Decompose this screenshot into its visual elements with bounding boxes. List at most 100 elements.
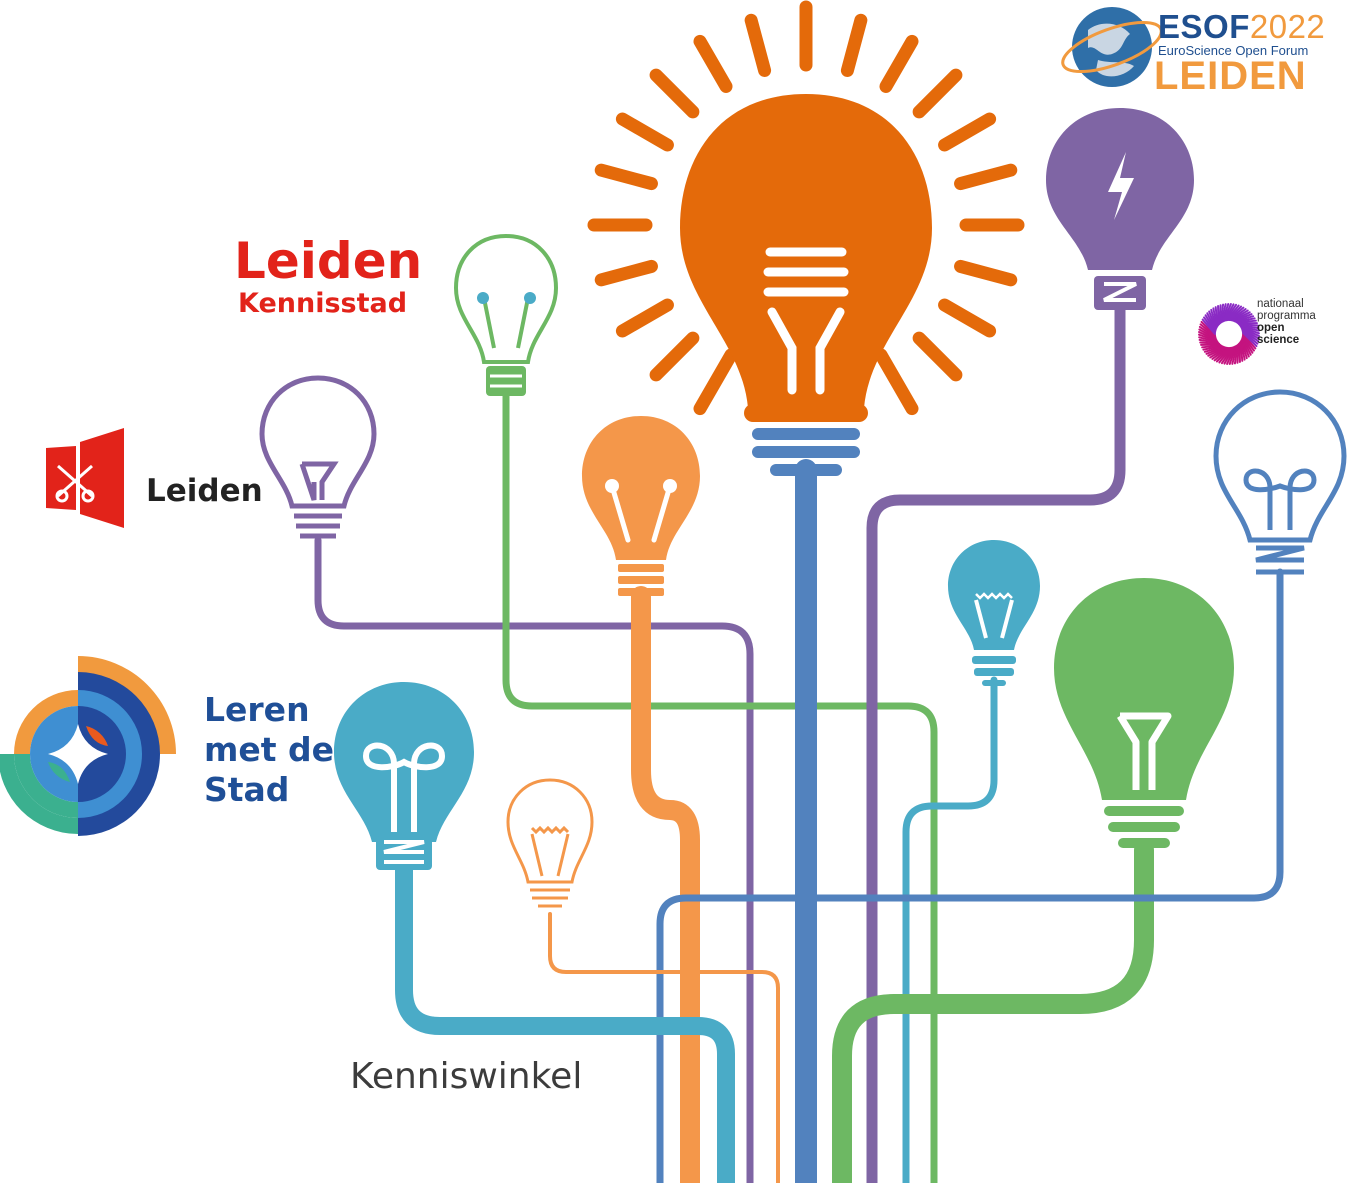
ring-spoke (1201, 318, 1216, 335)
ring-spoke (1242, 333, 1257, 350)
ring-spoke (1218, 346, 1233, 364)
gemeente-leiden-name: Leiden (146, 473, 263, 509)
lightbulb-icon (453, 233, 559, 396)
light-ray (938, 112, 997, 152)
ring-spoke (1198, 328, 1217, 340)
ring-spoke (1239, 324, 1260, 332)
open-science-ring-icon (1198, 303, 1260, 365)
ring-spoke (1241, 335, 1254, 354)
ring-spoke (1203, 345, 1225, 353)
light-ray (693, 34, 733, 93)
ring-spoke (1225, 304, 1240, 322)
light-ray (874, 348, 919, 416)
ring-spoke (1199, 323, 1217, 338)
ring-spoke (1224, 303, 1238, 322)
light-ray (954, 259, 1018, 287)
ring-spoke (1213, 347, 1230, 362)
ring-spoke (1210, 308, 1218, 330)
ring-spoke (1238, 324, 1260, 330)
ring-spoke (1231, 344, 1239, 365)
ring-spoke (1232, 313, 1253, 322)
ring-spoke (1241, 330, 1259, 345)
lightning-icon (1108, 152, 1134, 220)
ring-spoke (1240, 340, 1246, 361)
ring-spoke (1204, 314, 1217, 333)
light-ray (938, 298, 997, 338)
ring-spoke (1235, 317, 1256, 323)
ring-spoke (1202, 345, 1223, 351)
ring-spoke (1198, 331, 1218, 341)
ring-spoke (1215, 346, 1232, 363)
wire-orange-small (548, 912, 780, 1183)
ring-spoke (1241, 331, 1258, 348)
ring-spoke (1219, 303, 1225, 325)
esof-name: ESOF (1158, 8, 1250, 45)
ring-spoke (1198, 325, 1217, 339)
lightbulb-icon (506, 778, 594, 908)
leiden-kennisstad-subtitle: Kennisstad (238, 288, 408, 319)
wire-green-big (832, 840, 1154, 1183)
lightbulb-icon (1054, 578, 1234, 848)
ring-spoke (1207, 346, 1227, 357)
ring-spoke (1205, 346, 1226, 355)
ring-spoke (1220, 346, 1234, 365)
light-ray (912, 68, 963, 119)
ring-spoke (1206, 312, 1217, 332)
ring-spoke (1219, 303, 1227, 324)
wire-blue-right (656, 568, 1284, 1183)
ring-spoke (1233, 315, 1255, 323)
ring-spoke (1203, 316, 1217, 334)
esof-subtitle: EuroScience Open Forum (1158, 43, 1309, 58)
nos-line-3: open (1257, 322, 1285, 334)
stad-line: Stad (204, 770, 290, 809)
ring-spoke (1233, 343, 1239, 365)
lightbulb-icon (1046, 108, 1194, 310)
ring-spoke (1198, 338, 1220, 344)
ring-spoke (1198, 336, 1219, 344)
ring-spoke (1236, 342, 1240, 364)
lightbulb-icon (259, 375, 377, 539)
esof-city: LEIDEN (1154, 54, 1307, 98)
leren-met-de-stad-logo-text: Leren met de Stad (204, 690, 334, 810)
ring-spoke (1241, 336, 1252, 356)
ring-spoke (1241, 334, 1255, 352)
ring-spoke (1241, 328, 1260, 340)
ring-spoke (1201, 344, 1222, 349)
light-ray (649, 68, 700, 119)
lightbulb-icon (587, 0, 1025, 476)
wire-purple-left (314, 536, 754, 1183)
nos-line-4: science (1257, 334, 1300, 346)
light-ray (615, 298, 674, 338)
ring-spoke (1199, 341, 1221, 345)
ring-spoke (1228, 306, 1245, 321)
open-science-logo-text: nationaal programma open science (1257, 298, 1316, 346)
ring-spoke (1226, 345, 1236, 365)
wire-green-small (502, 392, 938, 1183)
light-ray (693, 348, 738, 416)
light-ray (912, 331, 963, 382)
leren-line: Leren (204, 690, 310, 729)
wire-orange-light (631, 586, 700, 1183)
wire-purple-right (866, 304, 1126, 1183)
met-de-line: met de (204, 730, 335, 769)
ring-spoke (1240, 326, 1260, 335)
ring-spoke (1226, 305, 1243, 322)
light-ray (594, 259, 658, 287)
lightbulb-icon (1213, 389, 1347, 575)
light-ray (879, 34, 919, 93)
ring-spoke (1222, 303, 1232, 323)
lightbulb-icon (582, 416, 700, 596)
esof-year: 2022 (1249, 8, 1326, 45)
ring-spoke (1200, 320, 1217, 337)
leiden-kennisstad-title: Leiden (234, 232, 423, 290)
wire-cyan-right (902, 676, 998, 1183)
ring-spoke (1223, 303, 1235, 322)
esof-logo: ESOF2022 EuroScience Open Forum LEIDEN (1068, 6, 1328, 98)
ring-spoke (1214, 306, 1219, 327)
leren-met-de-stad-emblem (0, 656, 176, 836)
ring-spoke (1211, 346, 1229, 360)
light-ray (615, 112, 674, 152)
ring-spoke (1212, 307, 1218, 328)
ring-spoke (1198, 333, 1218, 342)
ring-spoke (1230, 309, 1249, 322)
